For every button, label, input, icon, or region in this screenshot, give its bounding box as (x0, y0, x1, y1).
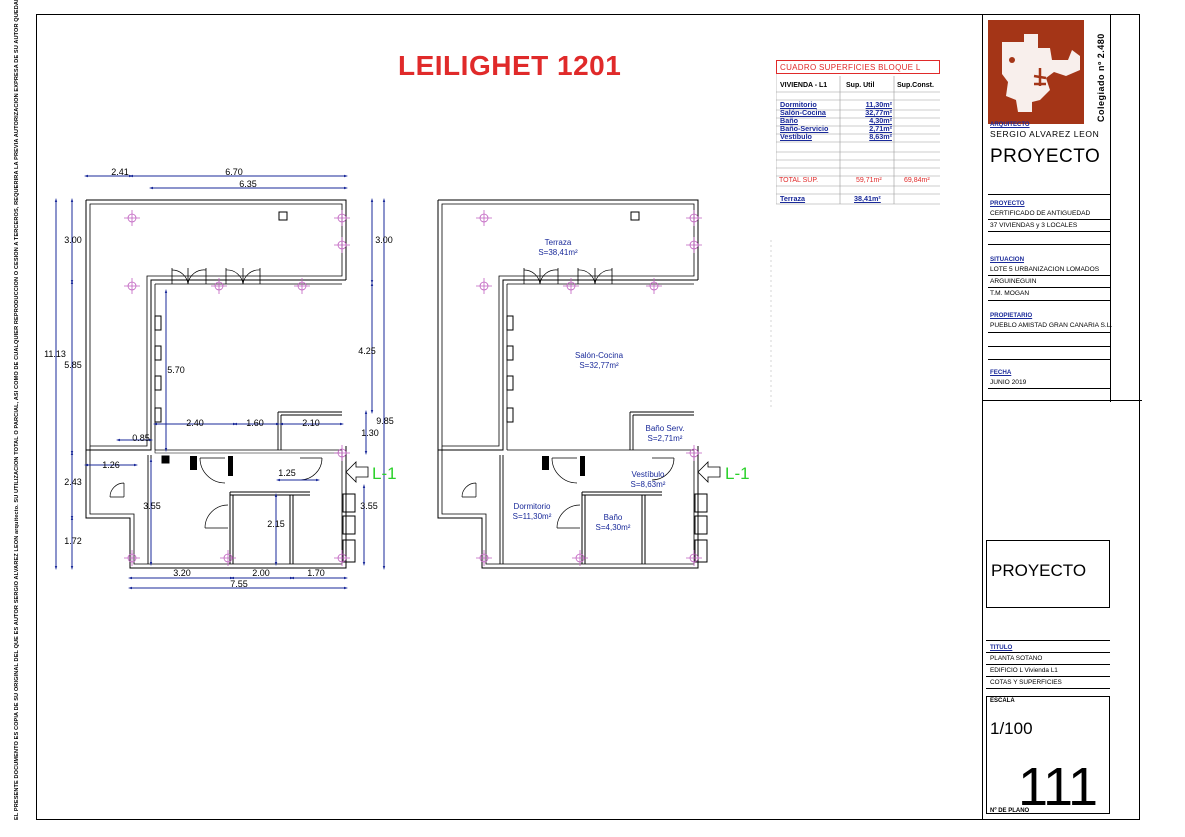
escala-label: ESCALA (990, 698, 1015, 704)
entry-label-right: L-1 (725, 464, 750, 483)
dim-7-55: 7.55 (230, 579, 248, 589)
entry-arrow-right (697, 461, 721, 483)
dim-1-72: 1.72 (64, 536, 82, 546)
dim-3-00-left: 3.00 (64, 235, 82, 245)
dim-9-85: 9.85 (376, 416, 394, 426)
room-bano-serv: Baño Serv. (646, 424, 685, 433)
stamp-proyecto: PROYECTO (991, 561, 1087, 580)
dim-2-40: 2.40 (186, 418, 204, 428)
area-row-value: 11,30m² (865, 100, 892, 109)
room-terraza: Terraza (545, 238, 572, 247)
area-table: CUADRO SUPERFICIES BLOQUE L VIVIENDA - L… (776, 60, 940, 208)
architect-logo (988, 20, 1084, 124)
area-row-label: Baño (780, 116, 798, 125)
dim-6-35: 6.35 (239, 179, 257, 189)
entry-label-left: L-1 (372, 464, 397, 483)
propietario-line-1: PUEBLO AMISTAD GRAN CANARIA S.L. (990, 322, 1113, 329)
dim-3-55-right: 3.55 (360, 501, 378, 511)
dim-2-43: 2.43 (64, 477, 82, 487)
dim-5-85: 5.85 (64, 360, 82, 370)
entry-arrow-left (345, 461, 369, 483)
plano-number: 111 (1018, 757, 1098, 817)
title-block-divider (1110, 14, 1111, 402)
propietario-label: PROPIETARIO (990, 312, 1033, 319)
proyecto-label: PROYECTO (990, 200, 1025, 207)
areas-plan (437, 199, 708, 569)
room-bano: Baño (604, 513, 623, 522)
fecha-value: JUNIO 2019 (990, 379, 1027, 386)
area-row-label: Vestíbulo (780, 132, 812, 141)
titulo-line-1: PLANTA SOTANO (990, 655, 1043, 662)
area-terraza-label: Terraza (780, 194, 806, 203)
dim-4-25: 4.25 (358, 346, 376, 356)
dimensioned-plan (85, 199, 356, 569)
dim-1-70: 1.70 (307, 568, 325, 578)
dim-5-70: 5.70 (167, 365, 185, 375)
page-title: LEILIGHET 1201 (398, 50, 622, 81)
room-salon: Salón-Cocina (575, 351, 624, 360)
dim-2-00: 2.00 (252, 568, 270, 578)
room-salon-area: S=32,77m² (579, 361, 619, 370)
drawing-frame (36, 14, 1140, 820)
proyecto-line-2: 37 VIVIENDAS y 3 LOCALES (990, 222, 1078, 229)
dim-1-26: 1.26 (102, 460, 120, 470)
dim-0-85: 0.85 (132, 433, 150, 443)
dim-6-70: 6.70 (225, 167, 243, 177)
room-vestibulo: Vestíbulo (632, 470, 665, 479)
room-bano-area: S=4,30m² (596, 523, 631, 532)
titulo-line-3: COTAS Y SUPERFICIES (990, 679, 1062, 686)
dim-1-25: 1.25 (278, 468, 296, 478)
dim-3-20: 3.20 (173, 568, 191, 578)
area-row-value: 4,30m² (869, 116, 892, 125)
area-table-title: CUADRO SUPERFICIES BLOQUE L (776, 60, 940, 74)
area-total-const: 69,84m² (904, 177, 930, 184)
arquitecto-label: ARQUITECTO (990, 122, 1030, 128)
proyecto-heading: PROYECTO (990, 146, 1101, 167)
plano-label: Nº DE PLANO (990, 808, 1030, 814)
room-bano-serv-area: S=2,71m² (648, 434, 683, 443)
escala-value: 1/100 (990, 719, 1033, 738)
dim-3-55-left: 3.55 (143, 501, 161, 511)
room-dormitorio: Dormitorio (514, 502, 551, 511)
titulo-label: TITULO (990, 644, 1013, 651)
titulo-line-2: EDIFICIO L Vivienda L1 (990, 667, 1058, 674)
area-table-col-util: Sup. Util (846, 82, 875, 89)
dim-1-60: 1.60 (246, 418, 264, 428)
area-total-util: 59,71m² (856, 177, 882, 184)
dim-2-10: 2.10 (302, 418, 320, 428)
proyecto-line-1: CERTIFICADO DE ANTIGUEDAD (990, 210, 1091, 217)
dim-11-13: 11.13 (44, 349, 66, 359)
room-terraza-area: S=38,41m² (538, 248, 578, 257)
dim-2-15: 2.15 (267, 519, 285, 529)
escala-plano-box (986, 696, 1110, 814)
area-row-value: 2,71m² (869, 124, 892, 133)
area-terraza-value: 38,41m² (854, 194, 881, 203)
area-total-label: TOTAL SUP. (779, 177, 819, 184)
situacion-label: SITUACION (990, 256, 1025, 263)
stamp-box: PROYECTO (986, 540, 1110, 608)
area-table-grid (776, 74, 940, 205)
situacion-line-2: ARGUINEGUIN (990, 278, 1037, 285)
area-row-value: 8,63m² (869, 132, 892, 141)
title-block: Colegiado nº 2.480 ARQUITECTO SERGIO ALV… (982, 14, 1142, 820)
situacion-line-3: T.M. MOGAN (990, 290, 1030, 297)
area-row-value: 32,77m² (865, 108, 892, 117)
room-dormitorio-area: S=11,30m² (513, 512, 552, 521)
area-table-col-vivienda: VIVIENDA - L1 (780, 82, 828, 89)
area-table-col-const: Sup.Const. (897, 82, 934, 89)
arquitecto-name: SERGIO ALVAREZ LEON (990, 129, 1100, 139)
room-vestibulo-area: S=8,63m² (631, 480, 666, 489)
dim-3-00-right: 3.00 (375, 235, 393, 245)
area-row-label: Salón-Cocina (780, 108, 826, 117)
colegiado-number: Colegiado nº 2.480 (1096, 33, 1106, 122)
fecha-label: FECHA (990, 369, 1012, 376)
area-row-label: Baño-Servicio (780, 124, 829, 133)
area-row-label: Dormitorio (780, 100, 817, 109)
floor-plans: 2.41 6.70 6.35 3.00 3.00 11.13 5.85 5.70… (44, 167, 772, 590)
situacion-line-1: LOTE 5 URBANIZACION LOMADOS (990, 266, 1100, 273)
dim-2-41: 2.41 (111, 167, 129, 177)
dim-1-30: 1.30 (361, 428, 379, 438)
title-block-divider (982, 14, 983, 820)
